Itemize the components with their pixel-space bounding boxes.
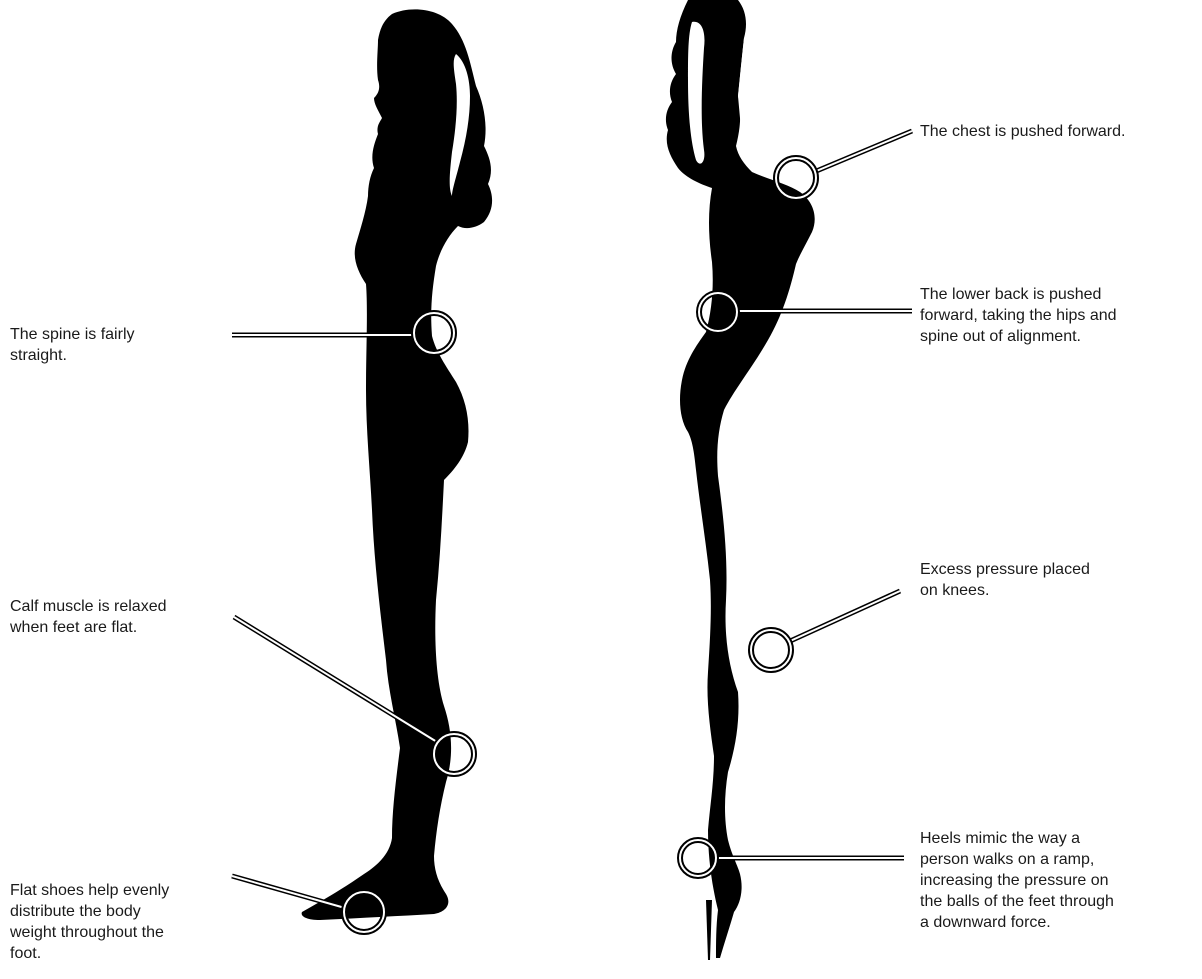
callout-knees: Excess pressure placed on knees. [920, 559, 1090, 601]
callout-heels: Heels mimic the way a person walks on a … [920, 828, 1114, 933]
callout-shoes: Flat shoes help evenly distribute the bo… [10, 880, 169, 964]
callout-chest: The chest is pushed forward. [920, 121, 1125, 142]
pointer-knees [751, 591, 900, 670]
callout-calf: Calf muscle is relaxed when feet are fla… [10, 596, 167, 638]
right-figure-silhouette [666, 0, 815, 960]
right-heel-spike [706, 900, 712, 960]
pointer-heels [680, 840, 904, 876]
pointer-chest [776, 131, 912, 198]
left-figure-silhouette [302, 9, 492, 920]
callout-lower-back: The lower back is pushed forward, taking… [920, 284, 1117, 347]
right-body-shape [666, 0, 815, 958]
callout-spine: The spine is fairly straight. [10, 324, 135, 366]
